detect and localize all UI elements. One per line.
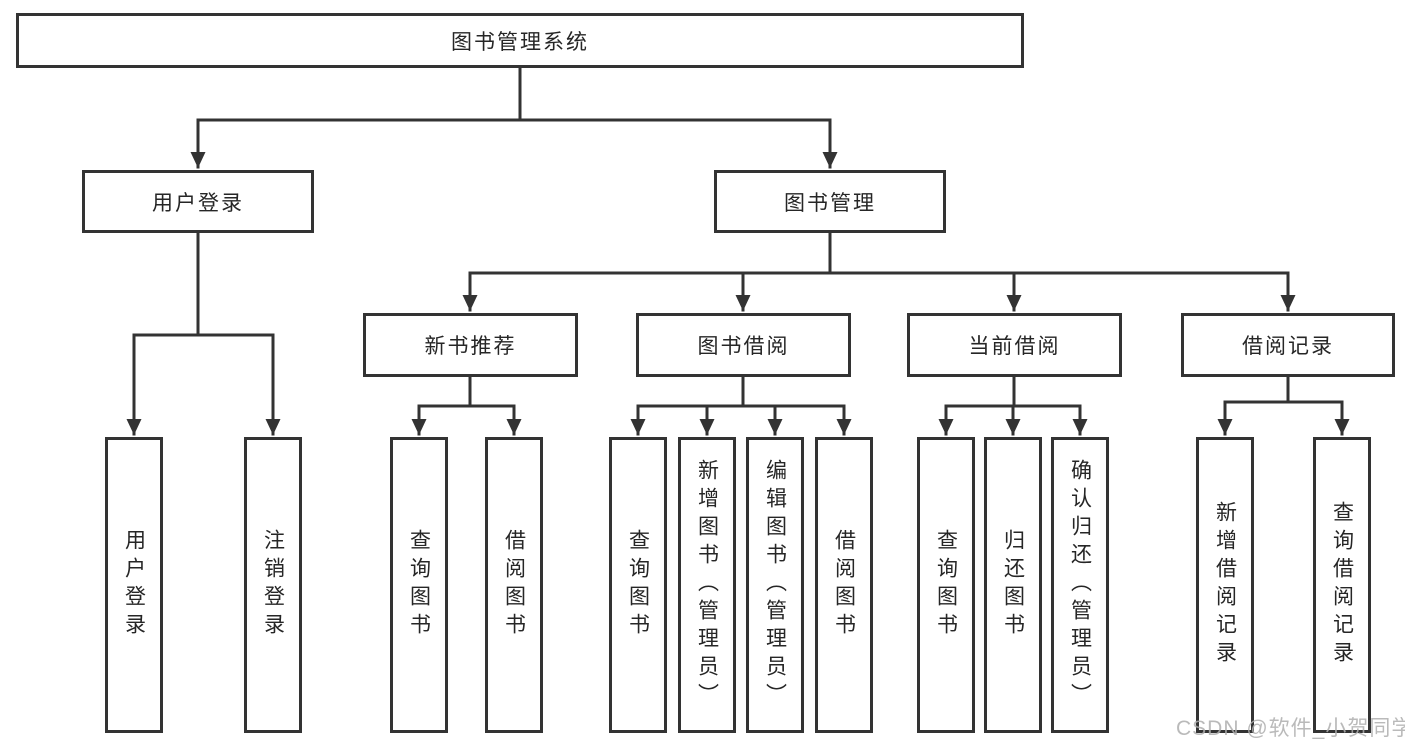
node-label: 借阅图书 — [832, 529, 856, 641]
node-label: 新书推荐 — [424, 335, 517, 358]
node-label: 借阅记录 — [1242, 335, 1334, 358]
node-label: 查询图书 — [626, 529, 650, 641]
node-label: 用户登录 — [122, 529, 146, 641]
node-label: 借阅图书 — [502, 529, 526, 641]
node-label: 查询借阅记录 — [1330, 501, 1354, 669]
csdn-watermark: CSDN @软件_小贺同学 — [1176, 717, 1405, 740]
leaf-logout: 注销登录 — [244, 437, 302, 733]
node-label: 当前借阅 — [968, 335, 1061, 358]
node-label: 确认归还（管理员） — [1068, 459, 1092, 711]
node-label: 新增借阅记录 — [1213, 501, 1237, 669]
node-label: 查询图书 — [934, 529, 958, 641]
node-label: 图书管理系统 — [451, 30, 589, 54]
node-current-borrow: 当前借阅 — [907, 313, 1122, 377]
node-user-login: 用户登录 — [82, 170, 314, 233]
node-label: 注销登录 — [261, 529, 285, 641]
node-label: 查询图书 — [407, 529, 431, 641]
node-label: 归还图书 — [1001, 529, 1025, 641]
node-label: 新增图书（管理员） — [695, 459, 719, 711]
leaf-borrow-edit-books-admin: 编辑图书（管理员） — [746, 437, 804, 733]
leaf-records-add-record: 新增借阅记录 — [1196, 437, 1254, 733]
node-new-book-recommend: 新书推荐 — [363, 313, 578, 377]
leaf-current-return-books: 归还图书 — [984, 437, 1042, 733]
node-borrow-records: 借阅记录 — [1181, 313, 1395, 377]
leaf-borrow-add-books-admin: 新增图书（管理员） — [678, 437, 736, 733]
node-root-system: 图书管理系统 — [16, 13, 1024, 68]
leaf-user-login: 用户登录 — [105, 437, 163, 733]
node-label: 图书管理 — [784, 191, 876, 215]
leaf-borrow-borrow-books: 借阅图书 — [815, 437, 873, 733]
node-book-borrow: 图书借阅 — [636, 313, 851, 377]
node-label: 用户登录 — [152, 191, 244, 215]
leaf-current-query-books: 查询图书 — [917, 437, 975, 733]
leaf-recommend-query-books: 查询图书 — [390, 437, 448, 733]
leaf-recommend-borrow-books: 借阅图书 — [485, 437, 543, 733]
node-book-management: 图书管理 — [714, 170, 946, 233]
leaf-borrow-query-books: 查询图书 — [609, 437, 667, 733]
node-label: 编辑图书（管理员） — [763, 459, 787, 711]
leaf-records-query-record: 查询借阅记录 — [1313, 437, 1371, 733]
leaf-current-confirm-return-admin: 确认归还（管理员） — [1051, 437, 1109, 733]
node-label: 图书借阅 — [697, 335, 790, 358]
